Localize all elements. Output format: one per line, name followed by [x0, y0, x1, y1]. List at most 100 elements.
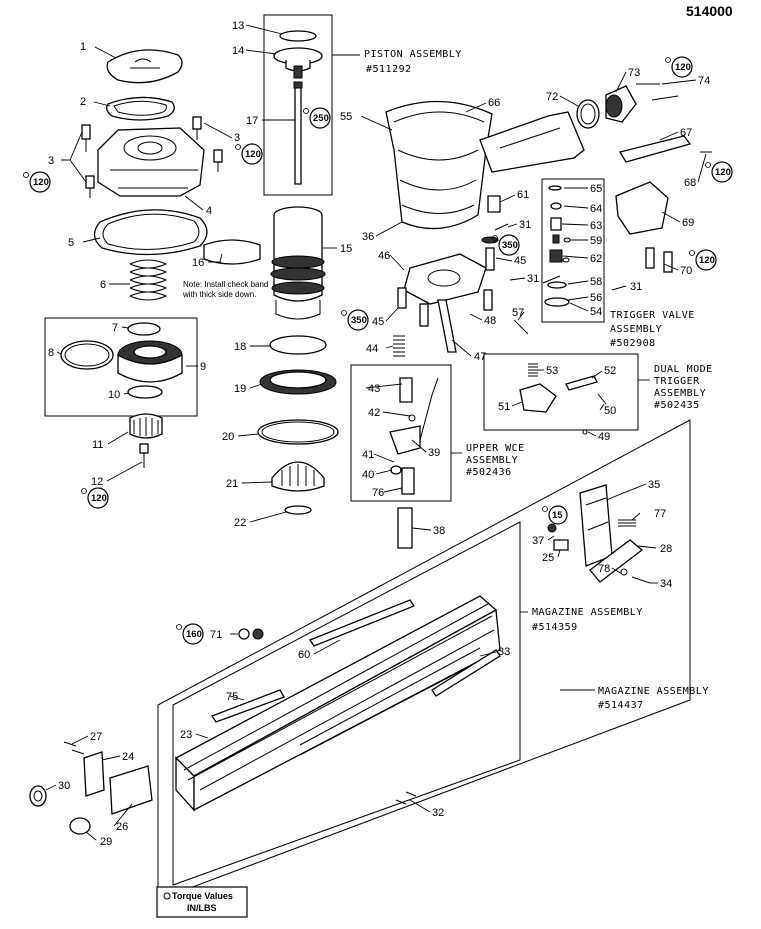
torque-mark [665, 57, 671, 63]
torque-badge: 120 [665, 56, 693, 78]
part-label: 68 [684, 177, 696, 189]
part-label: 18 [234, 341, 246, 353]
part-label: 48 [484, 315, 496, 327]
install-note-line1: Note: Install check band [183, 280, 268, 289]
part-label: 8 [48, 347, 54, 359]
part-label: 38 [433, 525, 445, 537]
part-label: 70 [680, 265, 692, 277]
part-label: 64 [590, 203, 602, 215]
part-label: 26 [116, 821, 128, 833]
magazine-outer-box [157, 419, 691, 901]
part-label: 49 [598, 431, 610, 443]
part-label: 30 [58, 780, 70, 792]
part-label: 10 [108, 389, 120, 401]
svg-text:250: 250 [313, 113, 329, 124]
assembly-name: MAGAZINE ASSEMBLY [532, 607, 643, 618]
torque-mark [689, 250, 695, 256]
svg-text:15: 15 [552, 510, 563, 521]
part-label: 37 [532, 535, 544, 547]
part-label: 9 [200, 361, 206, 373]
part-label: 5 [68, 237, 74, 249]
part-label: 72 [546, 91, 558, 103]
part-label: 51 [498, 401, 510, 413]
torque-badge: 250 [303, 107, 331, 129]
svg-text:120: 120 [675, 62, 691, 73]
part-label: 12 [91, 476, 103, 488]
upper-wce-box [350, 364, 452, 502]
part-label: 41 [362, 449, 374, 461]
dual-mode-box [483, 353, 639, 431]
part-label: 2 [80, 96, 86, 108]
part-label: 66 [488, 97, 500, 109]
part-label: 3 [234, 132, 240, 144]
assembly-number: #511292 [366, 64, 412, 75]
part-label: 62 [590, 253, 602, 265]
torque-badge: 350 [341, 309, 369, 331]
part-label: 39 [428, 447, 440, 459]
torque-mark [303, 108, 309, 114]
torque-badge: 120 [23, 171, 51, 193]
legend-line1: Torque Values [172, 891, 233, 901]
leader-lines [45, 24, 707, 841]
assembly-name: DUAL MODE [654, 364, 713, 375]
part-label: 58 [590, 276, 602, 288]
part-label: 22 [234, 517, 246, 529]
part-label: 45 [372, 316, 384, 328]
part-label: 56 [590, 292, 602, 304]
part-label: 77 [654, 508, 666, 520]
torque-badge: 120 [81, 487, 109, 509]
assembly-name: PISTON ASSEMBLY [364, 49, 462, 60]
svg-text:350: 350 [351, 315, 367, 326]
assembly-number: #502436 [466, 467, 512, 478]
assembly-labels: PISTON ASSEMBLY #511292 TRIGGER VALVE AS… [364, 49, 713, 711]
part-label: 1 [80, 41, 86, 53]
part-label: 19 [234, 383, 246, 395]
assembly-boxes [44, 14, 691, 901]
assembly-number: #514437 [598, 700, 644, 711]
part-label: 57 [512, 307, 524, 319]
part-label: 3 [48, 155, 54, 167]
valve-assembly-box [44, 317, 198, 417]
part-label: 43 [368, 383, 380, 395]
torque-badge: 350 [492, 234, 520, 256]
torque-mark [341, 310, 347, 316]
torque-mark [235, 144, 241, 150]
torque-legend: Torque Values IN/LBS [156, 886, 248, 918]
part-label: 63 [590, 220, 602, 232]
svg-text:160: 160 [186, 629, 202, 640]
piston-assembly-box [263, 14, 333, 196]
svg-text:120: 120 [715, 167, 731, 178]
part-label: 52 [604, 365, 616, 377]
install-note-line2: with thick side down. [182, 290, 256, 299]
assembly-name: MAGAZINE ASSEMBLY [598, 686, 709, 697]
part-label: 40 [362, 469, 374, 481]
torque-mark [705, 162, 711, 168]
svg-text:120: 120 [245, 149, 261, 160]
part-label: 15 [340, 243, 352, 255]
part-label: 59 [590, 235, 602, 247]
torque-mark [492, 235, 498, 241]
svg-text:120: 120 [699, 255, 715, 266]
part-label: 28 [660, 543, 672, 555]
part-label: 33 [498, 646, 510, 658]
legend-line2: IN/LBS [187, 903, 217, 913]
part-label: 46 [378, 250, 390, 262]
part-label: 29 [100, 836, 112, 848]
part-label: 20 [222, 431, 234, 443]
part-label: 53 [546, 365, 558, 377]
part-label: 47 [474, 351, 486, 363]
part-label: 73 [628, 67, 640, 79]
part-label: 34 [660, 578, 672, 590]
assembly-number: #514359 [532, 622, 578, 633]
assembly-name: UPPER WCE [466, 443, 525, 454]
part-label: 24 [122, 751, 134, 763]
torque-mark [23, 172, 29, 178]
part-label: 31 [519, 219, 531, 231]
part-label: 23 [180, 729, 192, 741]
torque-mark [542, 506, 548, 512]
part-label: 78 [598, 563, 610, 575]
torque-badge: 120 [705, 161, 733, 183]
part-label: 67 [680, 127, 692, 139]
part-label: 13 [232, 20, 244, 32]
